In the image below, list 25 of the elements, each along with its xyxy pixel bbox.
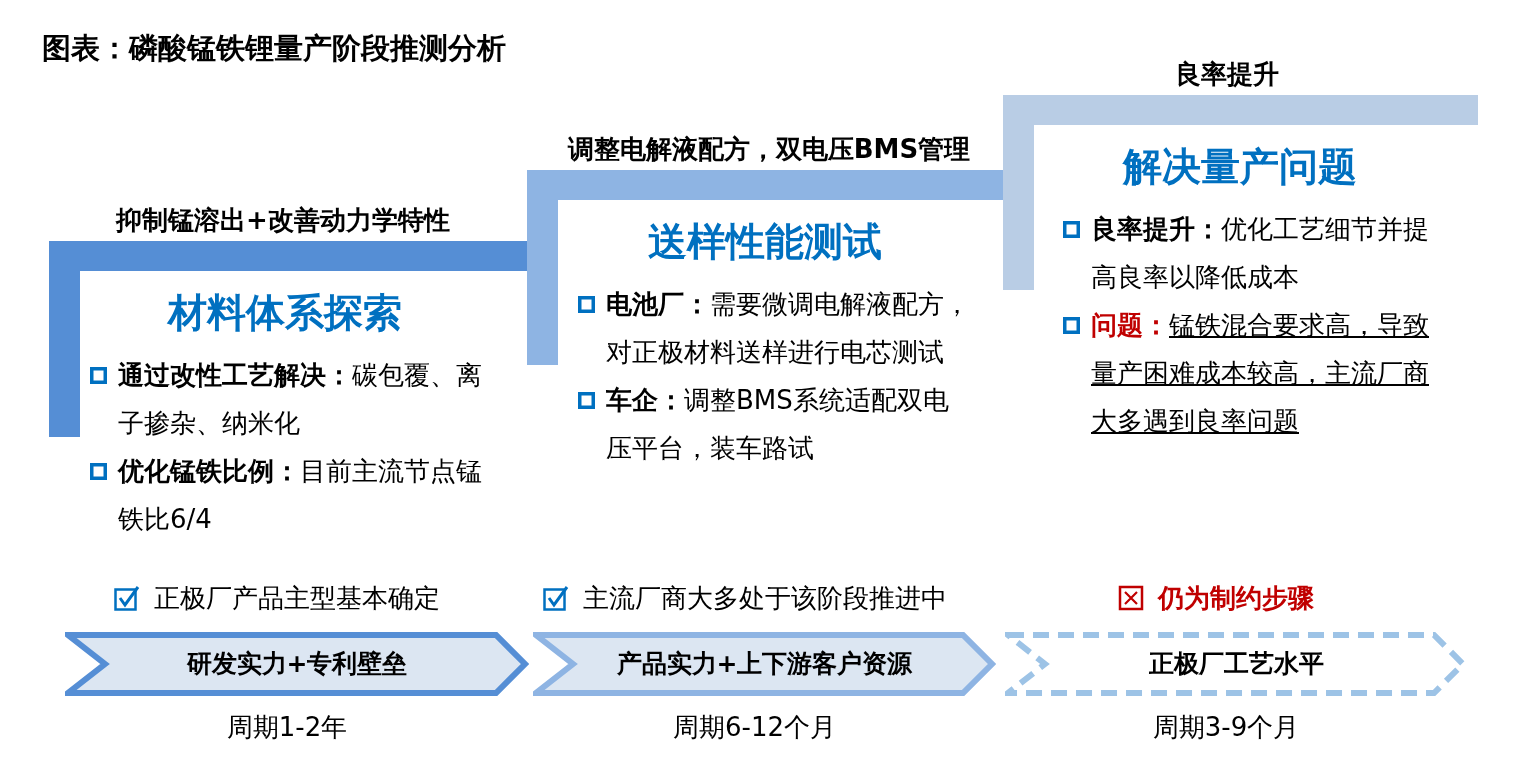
stage-heading: 良率提升	[1175, 59, 1279, 89]
bullet-text: 电池厂：需要微调电解液配方，对正极材料送样进行电芯测试	[606, 288, 971, 369]
stage-title: 解决量产问题	[1123, 145, 1357, 189]
stage-title: 送样性能测试	[648, 220, 882, 264]
stage-heading: 抑制锰溶出+改善动力学特性	[116, 205, 450, 235]
bullet-text: 问题：锰铁混合要求高，导致量产困难成本较高，主流厂商大多遇到良率问题	[1091, 309, 1430, 438]
stage-title: 材料体系探索	[168, 291, 402, 335]
chevron-banner	[1005, 632, 1467, 696]
bullet-text: 良率提升：优化工艺细节并提高良率以降低成本	[1091, 213, 1430, 294]
duration-text: 周期3-9个月	[1152, 711, 1300, 743]
banner-label: 正极厂工艺水平	[1148, 649, 1324, 679]
duration-text: 周期6-12个月	[673, 711, 836, 743]
bullet-text: 优化锰铁比例：目前主流节点锰铁比6/4	[118, 455, 483, 536]
duration-text: 周期1-2年	[226, 711, 348, 743]
bullet-text: 通过改性工艺解决：碳包覆、离子掺杂、纳米化	[118, 359, 483, 440]
chevron-banner	[65, 632, 529, 696]
status-text: 主流厂商大多处于该阶段推进中	[582, 582, 947, 614]
chart-title: 图表：磷酸锰铁锂量产阶段推测分析	[42, 30, 506, 66]
status-text: 正极厂产品主型基本确定	[154, 582, 440, 614]
stage-heading: 调整电解液配方，双电压BMS管理	[567, 134, 971, 164]
banner-label: 研发实力+专利壁垒	[186, 649, 408, 679]
status-text: 仍为制约步骤	[1158, 582, 1314, 614]
bullet-text: 车企：调整BMS系统适配双电压平台，装车路试	[606, 384, 950, 465]
chevron-banner	[533, 632, 996, 696]
banner-label: 产品实力+上下游客户资源	[616, 649, 913, 679]
